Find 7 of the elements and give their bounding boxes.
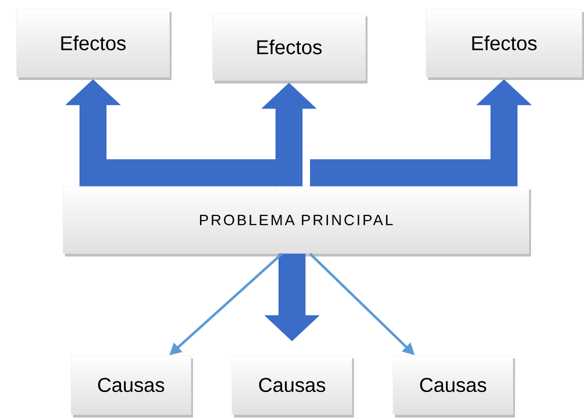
cause-box: Causas [70,355,193,418]
problem-box: PROBLEMA PRINCIPAL [62,186,531,256]
effect-box: Efectos [212,13,368,84]
cause-box: Causas [232,355,354,418]
effect-box: Efectos [426,8,584,80]
cause-box: Causas [392,355,515,418]
effect-box: Efectos [16,8,172,80]
